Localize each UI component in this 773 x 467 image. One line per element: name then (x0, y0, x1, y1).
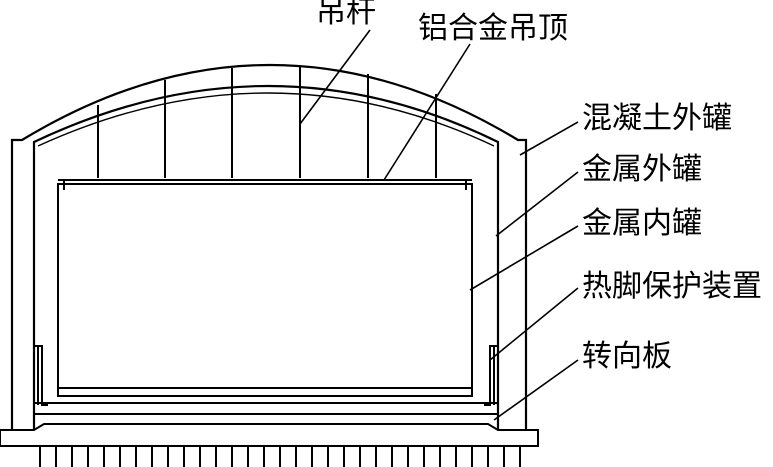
leader-metal-inner-tank (469, 225, 579, 291)
leader-thermal-corner-protection (489, 287, 579, 361)
label-hanger-rod: 吊杆 (316, 0, 376, 30)
leader-aluminum-ceiling (383, 43, 471, 181)
leader-hanger-rod (299, 29, 371, 125)
corner-protection-left (34, 345, 48, 406)
leader-metal-outer-tank (495, 171, 579, 237)
metal-inner-tank (57, 183, 473, 397)
hanger-rods (97, 66, 437, 178)
leader-concrete-outer-tank (519, 121, 579, 156)
label-aluminum-ceiling: 铝合金吊顶 (418, 11, 568, 46)
label-metal-outer-tank: 金属外罐 (582, 152, 702, 187)
inner-tank-shell (57, 183, 473, 397)
concrete-outer-tank (10, 63, 528, 430)
leader-diversion-plate (493, 359, 579, 421)
metal-outer-tank-roof (37, 92, 495, 147)
concrete-outer-contour (10, 63, 528, 430)
foundation-piles (39, 446, 521, 467)
label-diversion-plate: 转向板 (582, 339, 672, 374)
label-metal-inner-tank: 金属内罐 (582, 206, 702, 241)
tank-bottom (0, 402, 539, 447)
label-thermal-corner-protection: 热脚保护装置 (582, 269, 762, 304)
concrete-inner-contour (32, 85, 500, 430)
base-slab (0, 423, 539, 447)
leader-lines (299, 29, 579, 421)
label-concrete-outer-tank: 混凝土外罐 (582, 101, 732, 136)
